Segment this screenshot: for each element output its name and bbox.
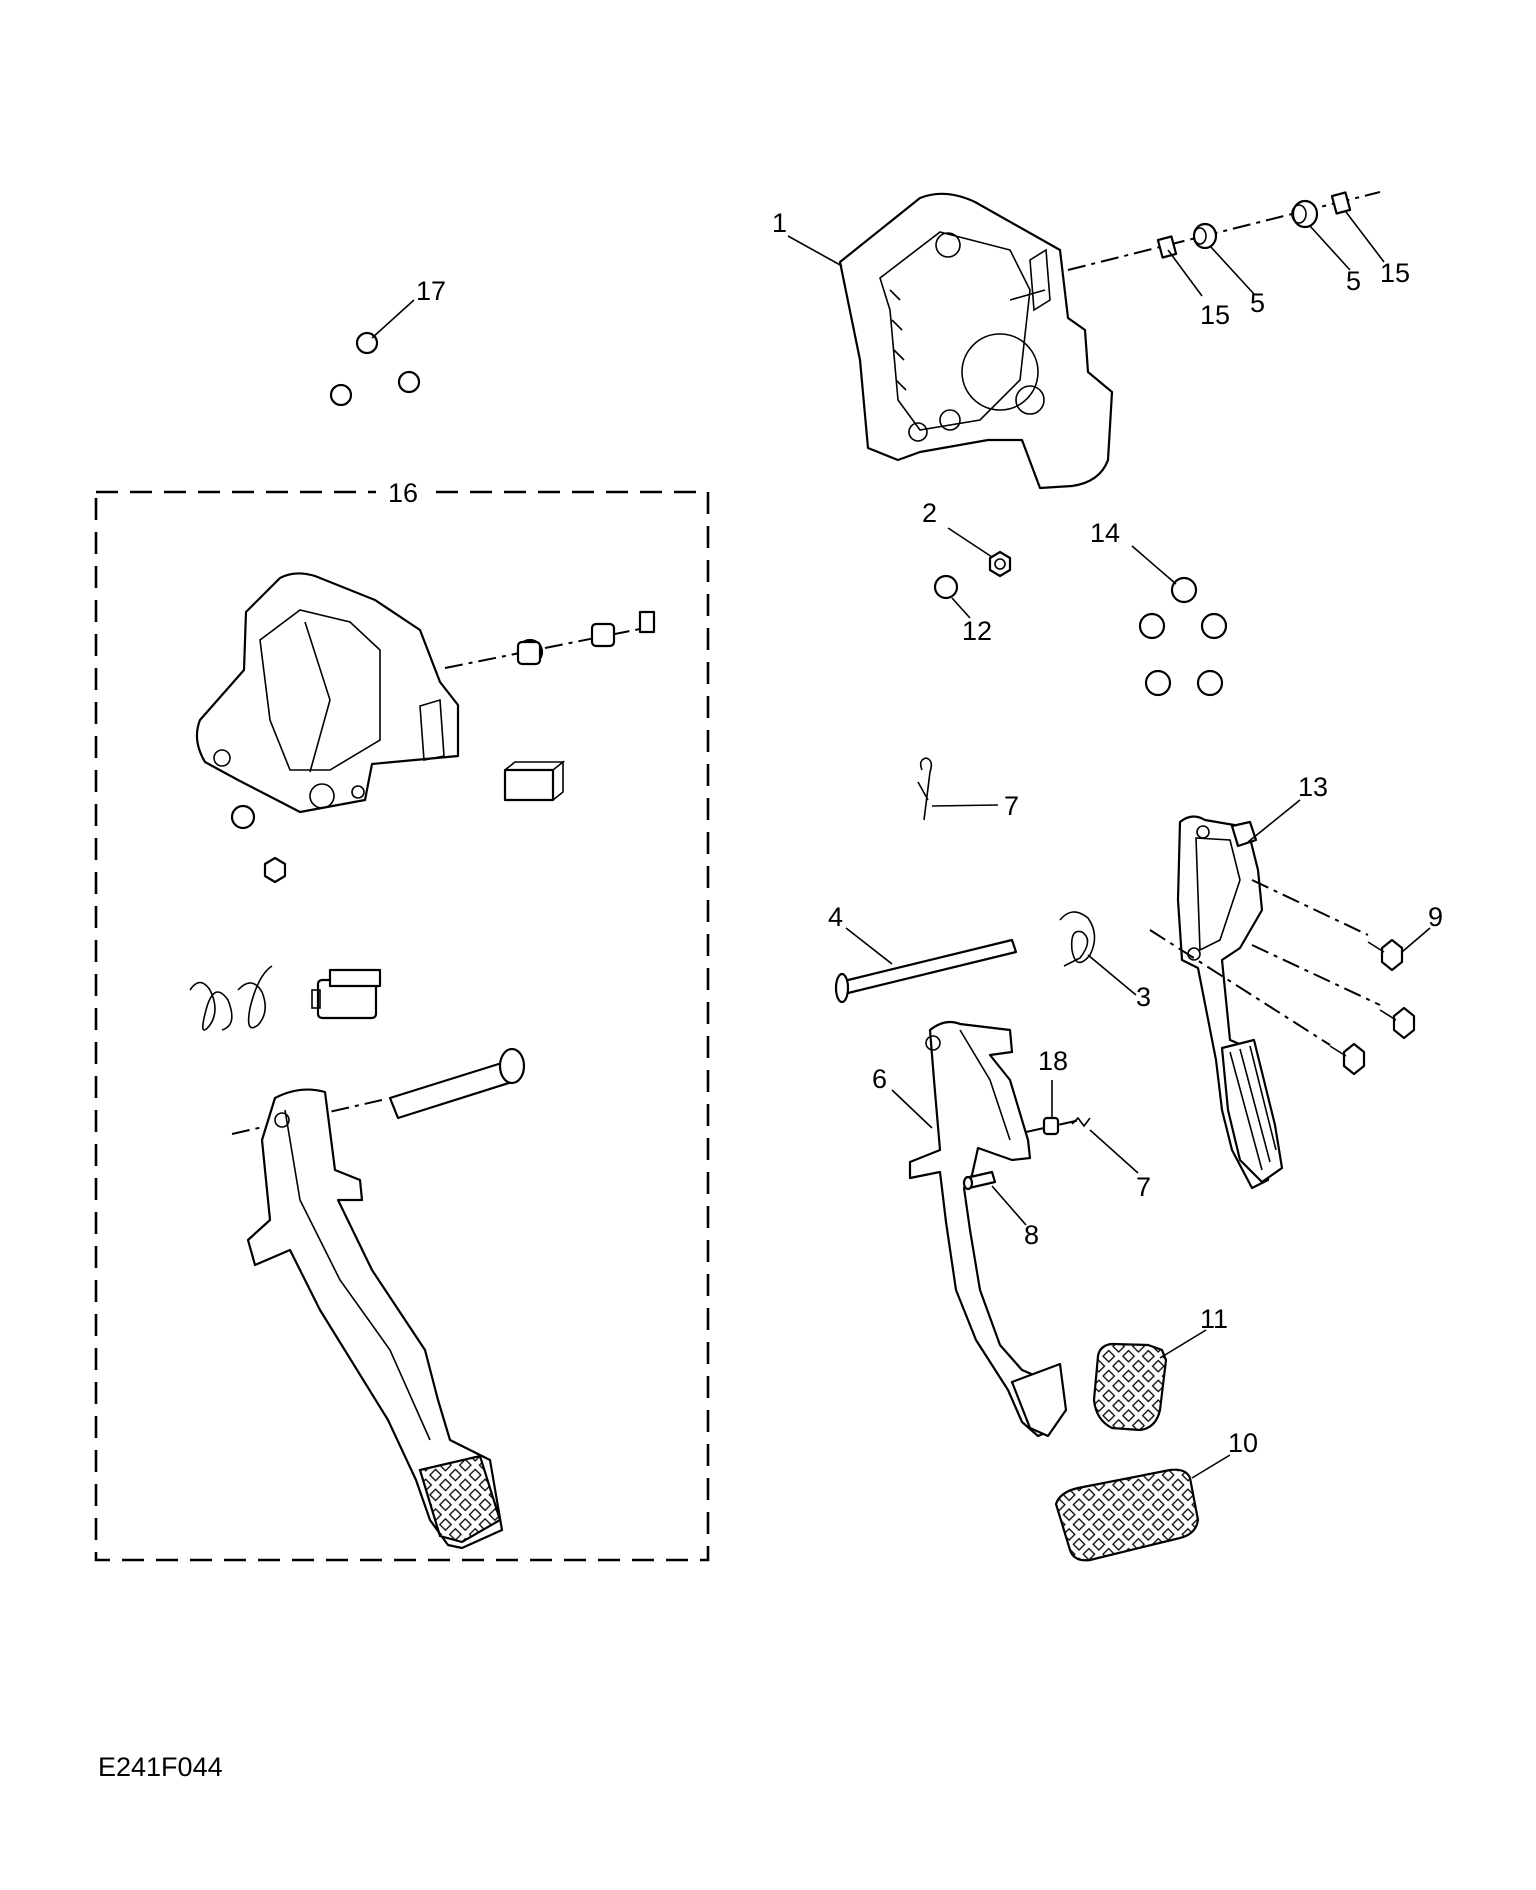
nut-2 [988, 550, 1012, 578]
return-spring-3 [1059, 911, 1096, 967]
callout-5-right: 5 [1346, 266, 1361, 296]
kit-label-16: 16 [388, 478, 418, 508]
axis-kit-bracket [444, 626, 651, 669]
nut-group-14 [1138, 576, 1228, 697]
clip-15-right [1330, 191, 1352, 215]
callout-7-top: 7 [1004, 791, 1019, 821]
axis-bolt-1 [1251, 879, 1369, 936]
figure-id: E241F044 [98, 1752, 223, 1782]
callout-13: 13 [1298, 772, 1328, 802]
kit-pedal-pad [418, 1454, 502, 1544]
callout-5-left: 5 [1250, 288, 1265, 318]
callout-1: 1 [772, 208, 787, 238]
kit-bush-right [590, 622, 616, 648]
callout-17: 17 [416, 276, 446, 306]
kit-return-spring [189, 965, 273, 1031]
callout-3: 3 [1136, 982, 1151, 1012]
kit-clip [638, 610, 656, 634]
nut-17c [397, 370, 421, 394]
callout-15-left: 15 [1200, 300, 1230, 330]
bolt-9a [1367, 938, 1404, 972]
kit-pedal-bracket [195, 572, 460, 814]
kit-bush-left [516, 638, 544, 666]
callout-labels: 1 2 3 4 5 5 6 7 7 8 9 10 11 12 13 14 15 … [388, 208, 1443, 1458]
bolt-9c [1329, 1042, 1366, 1076]
nut-17b [329, 383, 353, 407]
kit-label-gap [376, 476, 434, 508]
accelerator-pedal-pad [1220, 1038, 1284, 1184]
pedal-pad-11 [1092, 1342, 1168, 1432]
callout-2: 2 [922, 498, 937, 528]
callout-12: 12 [962, 616, 992, 646]
clip-15-left [1156, 235, 1178, 259]
callout-7-lower: 7 [1136, 1172, 1151, 1202]
pivot-pin-4 [834, 938, 1018, 1004]
callout-4: 4 [828, 902, 843, 932]
brake-pedal-pad [1010, 1362, 1068, 1438]
kit-nut [263, 856, 287, 884]
kit-pedal-arm [246, 1088, 504, 1550]
stop-pin-8 [962, 1170, 997, 1191]
axis-bracket-1 [1067, 191, 1381, 271]
kit-switch-2 [311, 968, 382, 1020]
kit-pivot-pin [388, 1047, 526, 1120]
washer-12 [933, 574, 959, 600]
callout-11: 11 [1200, 1304, 1228, 1334]
bush-18 [1042, 1116, 1060, 1136]
callout-8: 8 [1024, 1220, 1039, 1250]
pedal-bracket-1 [838, 192, 1114, 490]
accelerator-pad-ribs [1229, 1045, 1277, 1171]
callout-6: 6 [872, 1064, 887, 1094]
axis-bolt-2 [1251, 944, 1381, 1006]
nut-group-17 [329, 331, 421, 407]
callout-14: 14 [1090, 518, 1120, 548]
bolt-9b [1379, 1006, 1416, 1040]
kit-switch [503, 760, 566, 802]
callout-18: 18 [1038, 1046, 1068, 1076]
callout-9: 9 [1428, 902, 1443, 932]
bush-5-right [1291, 199, 1319, 229]
callout-15-right: 15 [1380, 258, 1410, 288]
retaining-clip-7-top [917, 757, 933, 821]
bush-5-left [1192, 222, 1218, 250]
leader-lines [371, 211, 1431, 1479]
axis-bolt-3 [1149, 929, 1331, 1046]
kit-washer [230, 804, 256, 830]
retaining-clip-7-lower [1071, 1116, 1091, 1128]
callout-10: 10 [1228, 1428, 1258, 1458]
pedal-pad-10 [1054, 1468, 1200, 1562]
